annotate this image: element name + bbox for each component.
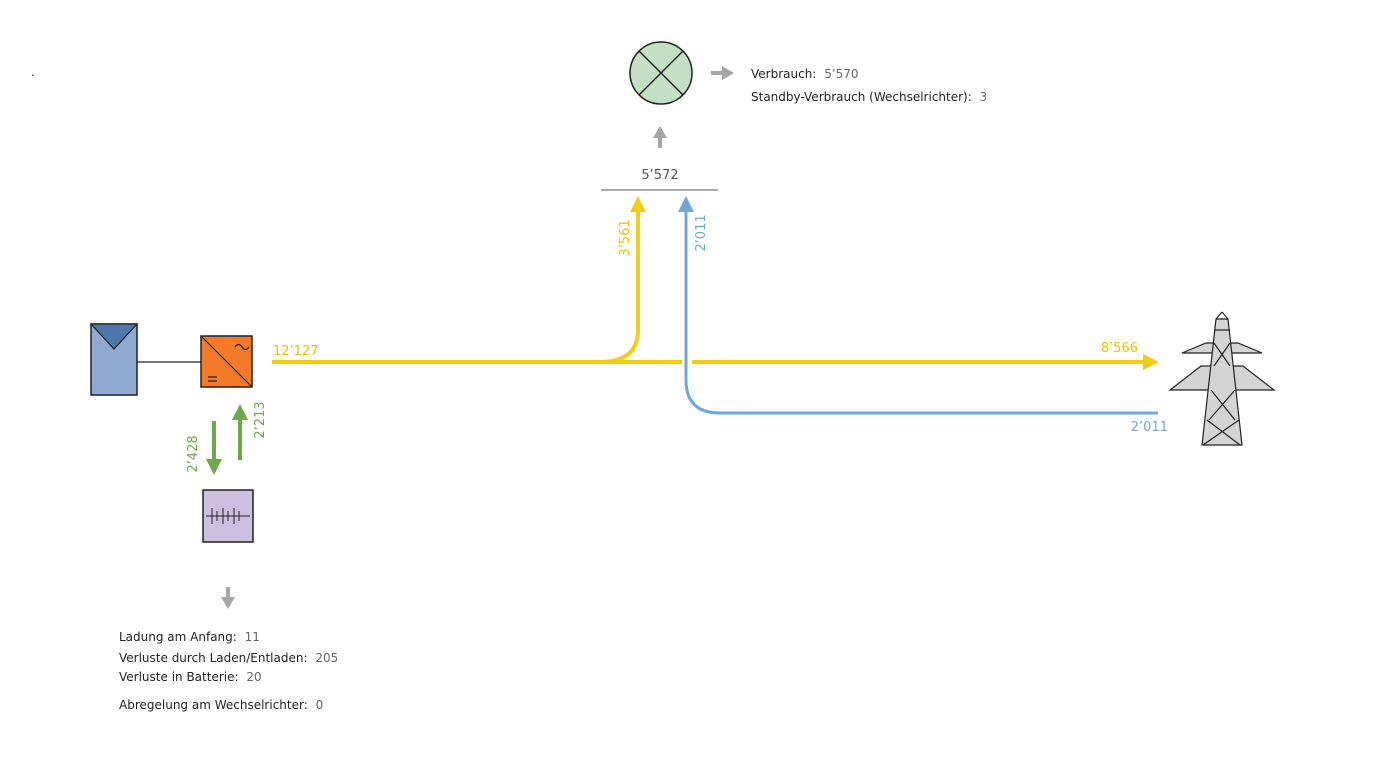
corner-marker: . — [31, 65, 35, 79]
battery-cycle-loss-line: Verluste durch Laden/Entladen: 205 — [119, 651, 338, 665]
pv-to-consumer-line — [272, 210, 640, 364]
down-arrow-icon — [221, 587, 235, 609]
consumer-total-value: 5’572 — [641, 168, 678, 183]
up-arrow-icon — [653, 126, 667, 148]
inverter-icon — [200, 335, 253, 388]
grid-to-consumer-line — [684, 210, 1158, 415]
battery-charge-arrow — [206, 421, 222, 475]
grid-draw-value: 2’011 — [1131, 420, 1168, 435]
battery-discharge-value: 2’213 — [253, 401, 268, 438]
lamp-consumer-icon — [629, 41, 693, 105]
right-arrow-icon — [711, 66, 734, 80]
pv-output-value: 12’127 — [273, 344, 319, 359]
power-pylon-icon — [1168, 311, 1276, 446]
pv-to-consumer-value: 3’561 — [618, 219, 633, 256]
solar-panel-icon — [89, 323, 139, 396]
battery-loss-line: Verluste in Batterie: 20 — [119, 670, 262, 684]
battery-charge-value: 2’428 — [186, 435, 201, 472]
battery-icon — [202, 489, 254, 543]
grid-to-consumer-arrowhead — [678, 196, 694, 212]
curtailment-line: Abregelung am Wechselrichter: 0 — [119, 698, 323, 712]
battery-discharge-arrow — [232, 404, 248, 460]
pv-to-grid-arrowhead — [1143, 354, 1159, 370]
consumption-line: Verbrauch: 5’570 — [751, 67, 859, 81]
pv-to-consumer-arrowhead — [630, 196, 646, 212]
pv-to-grid-value: 8’566 — [1101, 341, 1138, 356]
standby-line: Standby-Verbrauch (Wechselrichter): 3 — [751, 90, 987, 104]
battery-start-line: Ladung am Anfang: 11 — [119, 630, 260, 644]
grid-to-consumer-value: 2’011 — [694, 214, 709, 251]
